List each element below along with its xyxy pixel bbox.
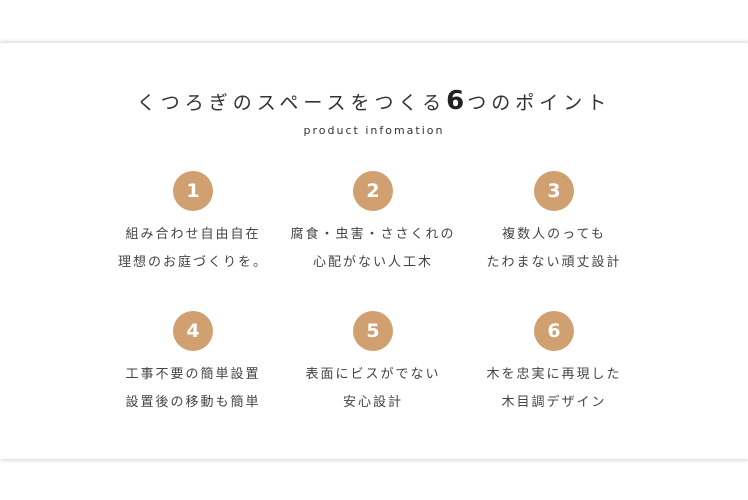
- point-line-2: たわまない頑丈設計: [486, 255, 622, 270]
- point-item: 6 木を忠実に再現した 木目調デザイン: [464, 311, 644, 417]
- title-text: くつろぎのスペースをつくる: [136, 92, 447, 114]
- title-number: 6: [446, 86, 468, 116]
- point-line-2: 木目調デザイン: [501, 395, 607, 410]
- point-line-2: 理想のお庭づくりを。: [117, 255, 268, 270]
- section-subtitle: product infomation: [303, 124, 445, 137]
- point-line-2: 心配がない人工木: [312, 255, 433, 270]
- point-item: 4 工事不要の簡単設置 設置後の移動も簡単: [103, 311, 283, 417]
- point-item: 1 組み合わせ自由自在 理想のお庭づくりを。: [103, 171, 283, 277]
- point-line-1: 腐食・虫害・ささくれの: [290, 227, 456, 242]
- point-line-1: 組み合わせ自由自在: [125, 227, 261, 242]
- title-text-end: つのポイント: [467, 92, 612, 114]
- point-line-2: 設置後の移動も簡単: [125, 395, 261, 410]
- point-line-1: 複数人のっても: [502, 227, 606, 242]
- points-panel: [0, 43, 748, 459]
- point-line-1: 工事不要の簡単設置: [125, 367, 261, 382]
- point-item: 3 複数人のっても たわまない頑丈設計: [464, 171, 644, 277]
- section-title: くつろぎのスペースをつくる6つのポイント: [0, 86, 748, 116]
- point-line-1: 表面にビスがでない: [305, 367, 441, 382]
- point-number-badge: 1: [173, 171, 213, 211]
- point-number-badge: 4: [173, 311, 213, 351]
- point-number-badge: 5: [353, 311, 393, 351]
- point-number-badge: 6: [534, 311, 574, 351]
- point-number-badge: 3: [534, 171, 574, 211]
- point-line-2: 安心設計: [342, 395, 403, 410]
- point-line-1: 木を忠実に再現した: [486, 367, 622, 382]
- point-number-badge: 2: [353, 171, 393, 211]
- point-item: 5 表面にビスがでない 安心設計: [283, 311, 463, 417]
- point-item: 2 腐食・虫害・ささくれの 心配がない人工木: [283, 171, 463, 277]
